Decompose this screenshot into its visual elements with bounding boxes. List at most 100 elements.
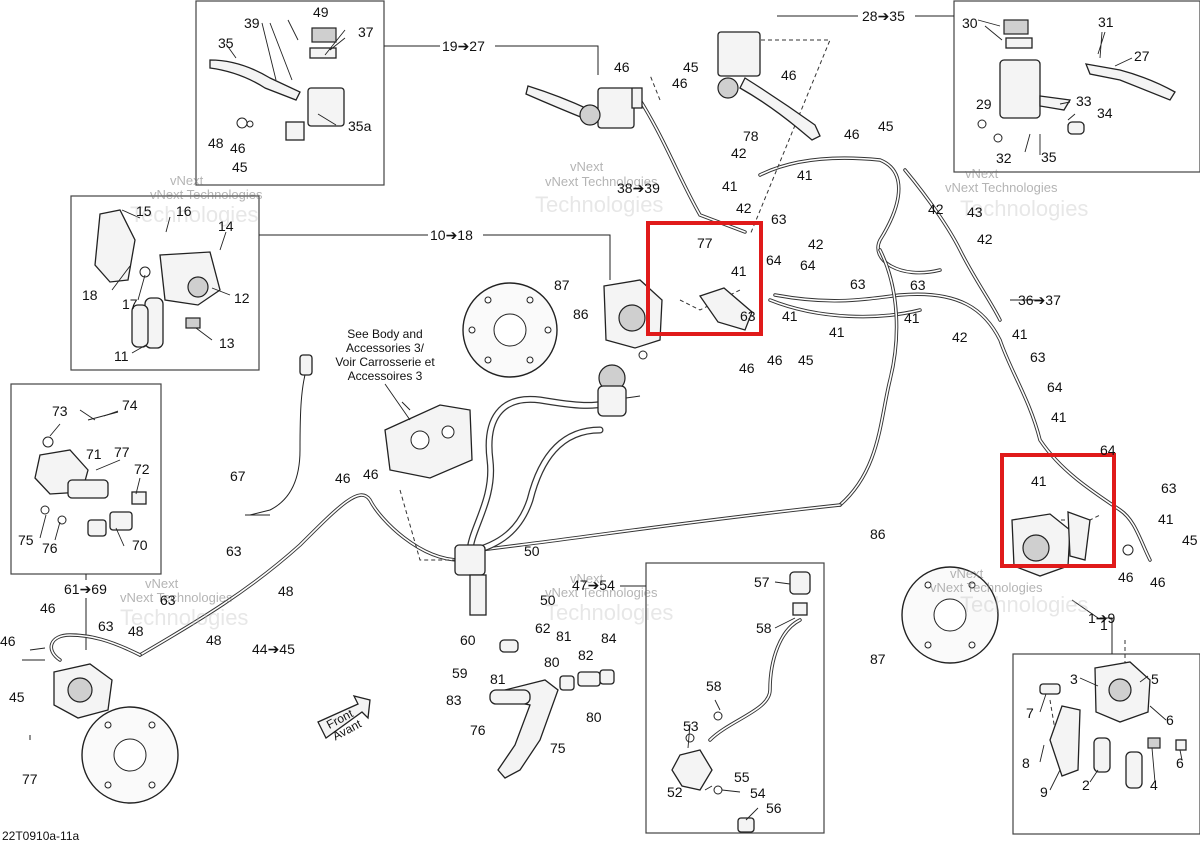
callout-54: 58 — [706, 678, 722, 694]
callout-42: 45 — [1182, 532, 1198, 548]
drawing-code: 22T0910a-11a — [2, 829, 80, 843]
callout-59: 64 — [1047, 379, 1063, 395]
callout-76: 81 — [556, 628, 572, 644]
callout-32: 31 — [1098, 14, 1114, 30]
watermark-text: vNext Technologies — [945, 180, 1058, 195]
watermark-text: vNext Technologies — [545, 174, 658, 189]
front-left-brake-assembly — [462, 279, 753, 378]
callout-58: 63 — [850, 276, 866, 292]
rear-caliper-inset-parts — [34, 409, 147, 547]
callout-55: 59 — [452, 665, 468, 681]
callout-43: 46 — [1150, 574, 1166, 590]
callout-43: 46 — [672, 75, 688, 91]
group-connectors — [85, 15, 1113, 654]
group-label: 38➔39 — [617, 180, 660, 196]
callout-42: 45 — [9, 689, 25, 705]
callout-59: 64 — [1100, 442, 1116, 458]
front-right-brake-assembly — [901, 511, 1134, 664]
callout-64: 72 — [134, 461, 150, 477]
callout-45: 48 — [278, 583, 294, 599]
callout-33: 32 — [996, 150, 1012, 166]
callout-20: 35 — [218, 35, 234, 51]
callout-81: 87 — [870, 651, 886, 667]
callout-41: 42 — [928, 201, 944, 217]
callout-23: 39 — [244, 15, 260, 31]
callout-11: 11 — [114, 348, 129, 364]
group-label: 44➔45 — [252, 641, 295, 657]
watermark-text: Technologies — [545, 600, 673, 625]
callout-43: 46 — [363, 466, 379, 482]
rear-master-cylinder-inset-parts — [977, 19, 1176, 155]
callout-39: 42 — [977, 231, 993, 247]
callout-27: 49 — [313, 4, 329, 20]
callout-70: 77 — [22, 771, 38, 787]
callout-43: 46 — [614, 59, 630, 75]
watermark-text: vNext Technologies — [150, 187, 263, 202]
callout-7: 7 — [1026, 705, 1034, 721]
callout-67: 75 — [18, 532, 34, 548]
watermark-text: vNext Technologies — [545, 585, 658, 600]
callout-43: 46 — [767, 352, 783, 368]
callout-16: 16 — [176, 203, 192, 219]
callout-51: 55 — [734, 769, 750, 785]
callout-2: 2 — [1082, 777, 1090, 793]
group-label: 36➔37 — [1018, 292, 1061, 308]
callout-53: 57 — [754, 574, 770, 590]
callout-15: 15 — [136, 203, 152, 219]
front-master-cylinder-inset-parts — [209, 19, 346, 141]
callout-46: 50 — [540, 592, 556, 608]
watermark-text: Technologies — [130, 202, 258, 227]
callout-57: 62 — [535, 620, 551, 636]
watermark-text: vNext Technologies — [120, 590, 233, 605]
callout-59: 64 — [766, 252, 782, 268]
group-label: 1➔9 — [1088, 610, 1116, 626]
callout-14: 14 — [218, 218, 234, 234]
engine-reference-sketch — [384, 401, 473, 479]
brake-lines — [49, 98, 1152, 742]
callout-72: 76 — [470, 722, 486, 738]
body-accessories-note: See Body and Accessories 3/ Voir Carross… — [335, 327, 435, 421]
callout-80: 86 — [573, 306, 589, 322]
callout-49: 53 — [683, 718, 699, 734]
callout-39: 42 — [736, 200, 752, 216]
callout-52: 56 — [766, 800, 782, 816]
callout-43: 46 — [844, 126, 860, 142]
callout-69: 77 — [114, 444, 130, 460]
callout-35a: 35 — [1041, 149, 1057, 165]
callout-48: 52 — [667, 784, 683, 800]
callout-66: 74 — [122, 397, 138, 413]
callout-37: 41 — [1031, 473, 1047, 489]
group-labels: 28➔35 19➔27 10➔18 38➔39 36➔37 61➔69 44➔4… — [64, 8, 1116, 657]
callout-71: 75 — [550, 740, 566, 756]
callout-42: 45 — [683, 59, 699, 75]
note-line: Accessories 3/ — [346, 341, 425, 355]
callout-75: 80 — [544, 654, 560, 670]
callout-58: 63 — [740, 308, 756, 324]
callout-45: 48 — [206, 632, 222, 648]
callout-12: 12 — [234, 290, 250, 306]
front-caliper-right-inset-parts — [1039, 661, 1187, 791]
callout-65: 73 — [52, 403, 68, 419]
callout-43: 46 — [1118, 569, 1134, 585]
callout-75: 80 — [586, 709, 602, 725]
callout-6: 6 — [1176, 755, 1184, 771]
callout-29: 27 — [1134, 48, 1150, 64]
callout-24: 45 — [232, 159, 248, 175]
highlight-lower-bracket — [1000, 453, 1116, 568]
center-pedal-valve-assembly — [245, 354, 641, 779]
front-direction-arrow — [317, 695, 371, 739]
callout-58: 63 — [910, 277, 926, 293]
callout-77: 82 — [578, 647, 594, 663]
watermark-text: Technologies — [120, 605, 248, 630]
callout-numbers: 39 49 37 35 35a 48 46 45 15 16 14 18 17 … — [0, 4, 1198, 816]
callout-58: 63 — [1161, 480, 1177, 496]
note-line: Voir Carrosserie et — [335, 355, 435, 369]
callout-58: 63 — [1030, 349, 1046, 365]
callout-37: 41 — [797, 167, 813, 183]
group-label: 61➔69 — [64, 581, 107, 597]
group-label: 10➔18 — [430, 227, 473, 243]
watermark-text: Technologies — [960, 592, 1088, 617]
callout-56: 60 — [460, 632, 476, 648]
callout-37: 41 — [904, 310, 920, 326]
